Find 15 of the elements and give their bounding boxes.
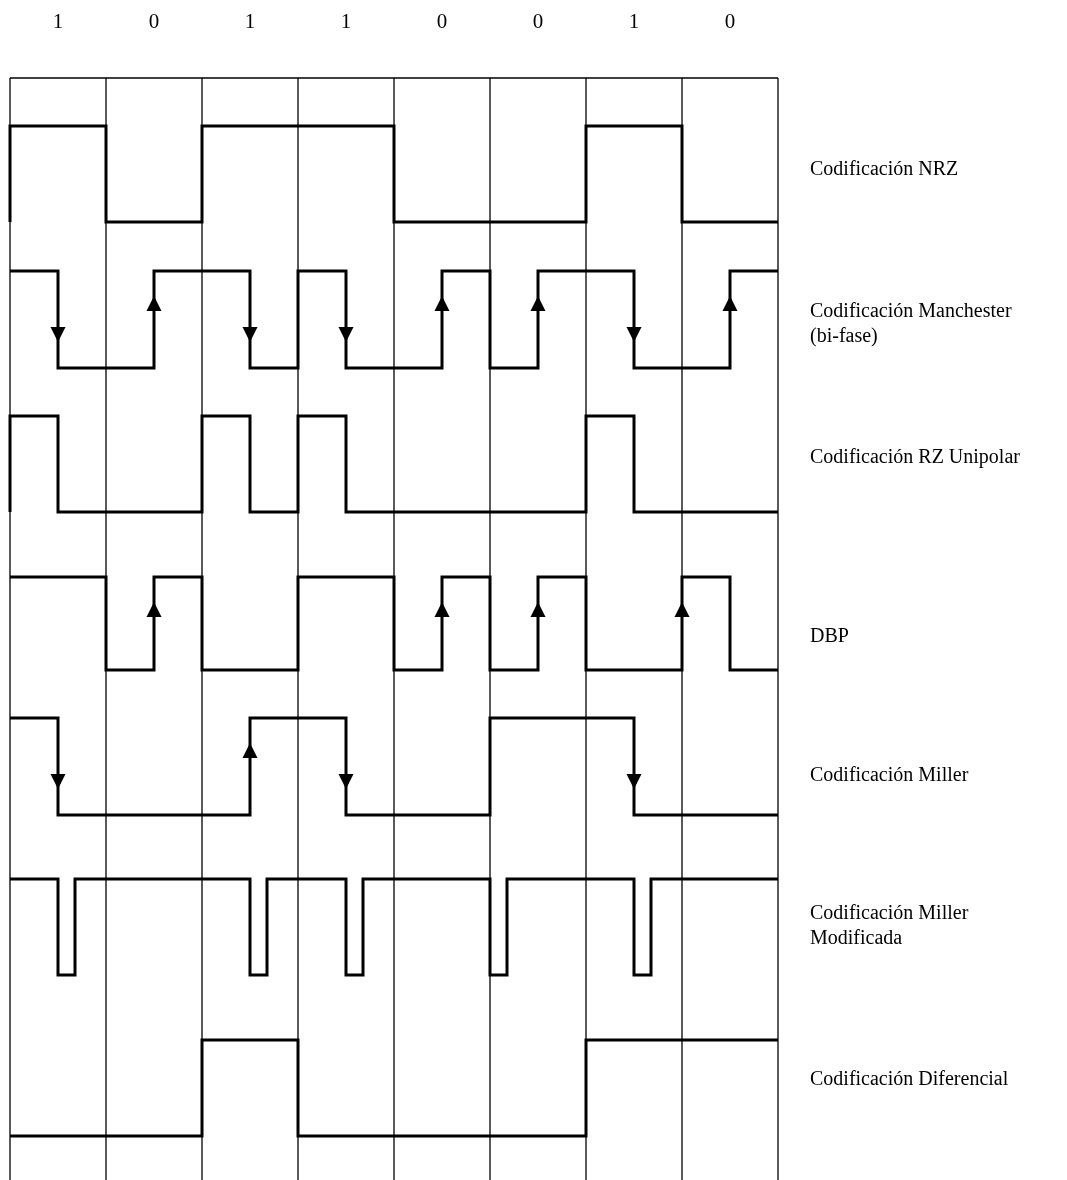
bit-value: 0 (147, 8, 161, 35)
encoding-label: DBP (810, 623, 850, 648)
encoding-label: Codificación Miller (810, 762, 970, 787)
encoding-label: Codificación Miller Modificada (810, 900, 970, 950)
bit-value: 1 (627, 8, 641, 35)
bit-value: 1 (243, 8, 257, 35)
encoding-label: Codificación Diferencial (810, 1066, 1010, 1091)
bit-value: 1 (51, 8, 65, 35)
bit-value: 0 (531, 8, 545, 35)
bit-value: 0 (435, 8, 449, 35)
encoding-label: Codificación RZ Unipolar (810, 444, 1021, 469)
encoding-label: Codificación Manchester (bi-fase) (810, 298, 1013, 348)
bit-value: 1 (339, 8, 353, 35)
encoding-label: Codificación NRZ (810, 156, 960, 181)
bit-value: 0 (723, 8, 737, 35)
